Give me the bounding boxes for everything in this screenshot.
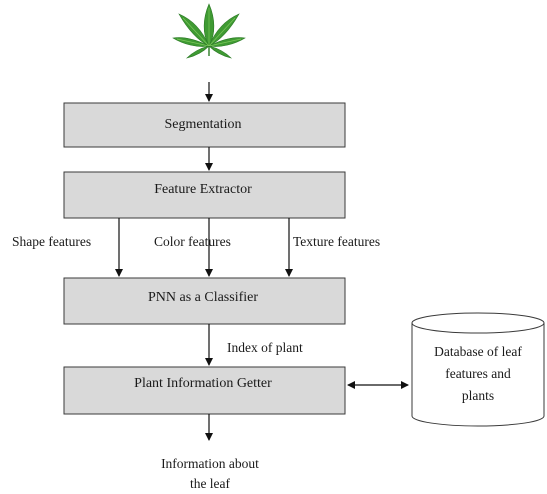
color-features-label: Color features <box>154 234 231 249</box>
segmentation-box <box>63 102 346 148</box>
index-of-plant-label: Index of plant <box>227 340 303 355</box>
database-cylinder <box>411 312 545 427</box>
leaf-icon <box>172 3 246 59</box>
texture-features-label: Texture features <box>293 234 380 249</box>
segmentation-label: Segmentation <box>165 117 242 132</box>
info-getter-label: Plant Information Getter <box>134 376 272 391</box>
classifier-box <box>63 277 346 325</box>
feature-extractor-box <box>63 171 346 219</box>
info-getter-box <box>63 366 346 415</box>
output-label-line1: Information about <box>161 456 259 471</box>
classifier-label: PNN as a Classifier <box>148 290 258 305</box>
feature-extractor-label: Feature Extractor <box>154 182 252 197</box>
database-label-line1: Database of leaf <box>434 344 522 359</box>
database-label-line3: plants <box>462 388 494 403</box>
database-label-line2: features and <box>445 366 511 381</box>
shape-features-label: Shape features <box>12 234 91 249</box>
output-label-line2: the leaf <box>190 476 231 491</box>
